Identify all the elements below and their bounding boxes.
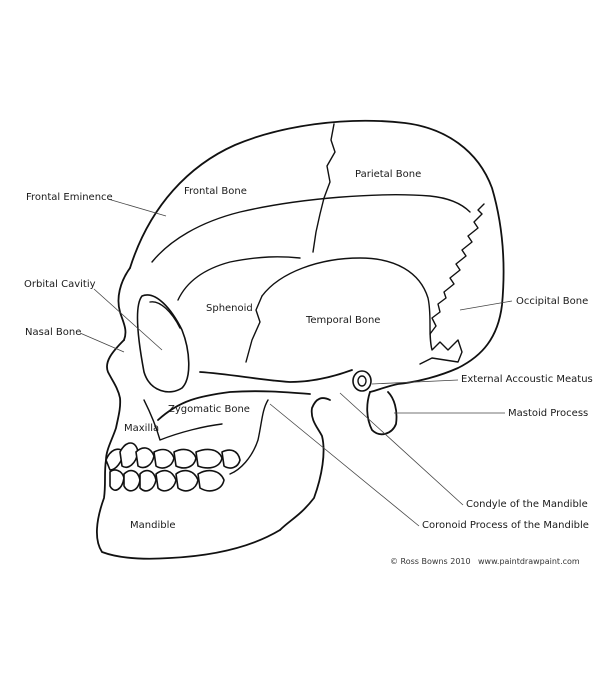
nasal-profile <box>105 339 125 461</box>
orbit-inner <box>149 301 181 329</box>
coronal-suture <box>312 123 336 253</box>
label-frontal-bone: Frontal Bone <box>184 186 247 197</box>
mastoid-process <box>366 391 398 436</box>
forehead-outline <box>117 267 131 341</box>
label-maxilla: Maxilla <box>124 423 160 434</box>
label-parietal-bone: Parietal Bone <box>355 169 422 180</box>
label-mastoid-process: Mastoid Process <box>508 408 589 419</box>
lambdoid-suture <box>429 203 485 335</box>
temporal-line <box>151 194 471 263</box>
temporal-outline <box>261 257 463 365</box>
label-orbital-cavity: Orbital Cavitiy <box>24 279 96 290</box>
label-temporal-bone: Temporal Bone <box>306 315 381 326</box>
lower-teeth <box>109 469 225 492</box>
cranium-outline <box>129 119 505 393</box>
orbit-outline <box>136 294 190 393</box>
acoustic-meatus-inner <box>357 375 367 387</box>
coronoid-process <box>229 399 269 475</box>
mandible-outline <box>96 459 281 560</box>
label-frontal-eminence: Frontal Eminence <box>26 192 113 203</box>
zygomatic-arch-lower <box>157 390 311 421</box>
credit-copyright: © Ross Bowns 2010 <box>390 557 471 566</box>
label-mandible: Mandible <box>130 520 176 531</box>
zygomatic-arch <box>199 369 353 383</box>
label-external-acoustic-meatus: External Accoustic Meatus <box>461 374 593 385</box>
label-sphenoid: Sphenoid <box>206 303 253 314</box>
label-nasal-bone: Nasal Bone <box>25 327 82 338</box>
sphenoid-outline <box>177 256 301 363</box>
label-coronoid-process: Coronoid Process of the Mandible <box>422 520 589 531</box>
label-occipital-bone: Occipital Bone <box>516 296 589 307</box>
label-zygomatic-bone: Zygomatic Bone <box>168 404 250 415</box>
maxilla-outline <box>143 399 223 441</box>
label-condyle-of-mandible: Condyle of the Mandible <box>466 499 588 510</box>
leader-lines <box>79 198 513 527</box>
acoustic-meatus <box>352 370 372 392</box>
upper-teeth <box>105 442 241 471</box>
mandible-ramus <box>279 397 331 531</box>
credit-website: www.paintdrawpaint.com <box>478 557 580 566</box>
